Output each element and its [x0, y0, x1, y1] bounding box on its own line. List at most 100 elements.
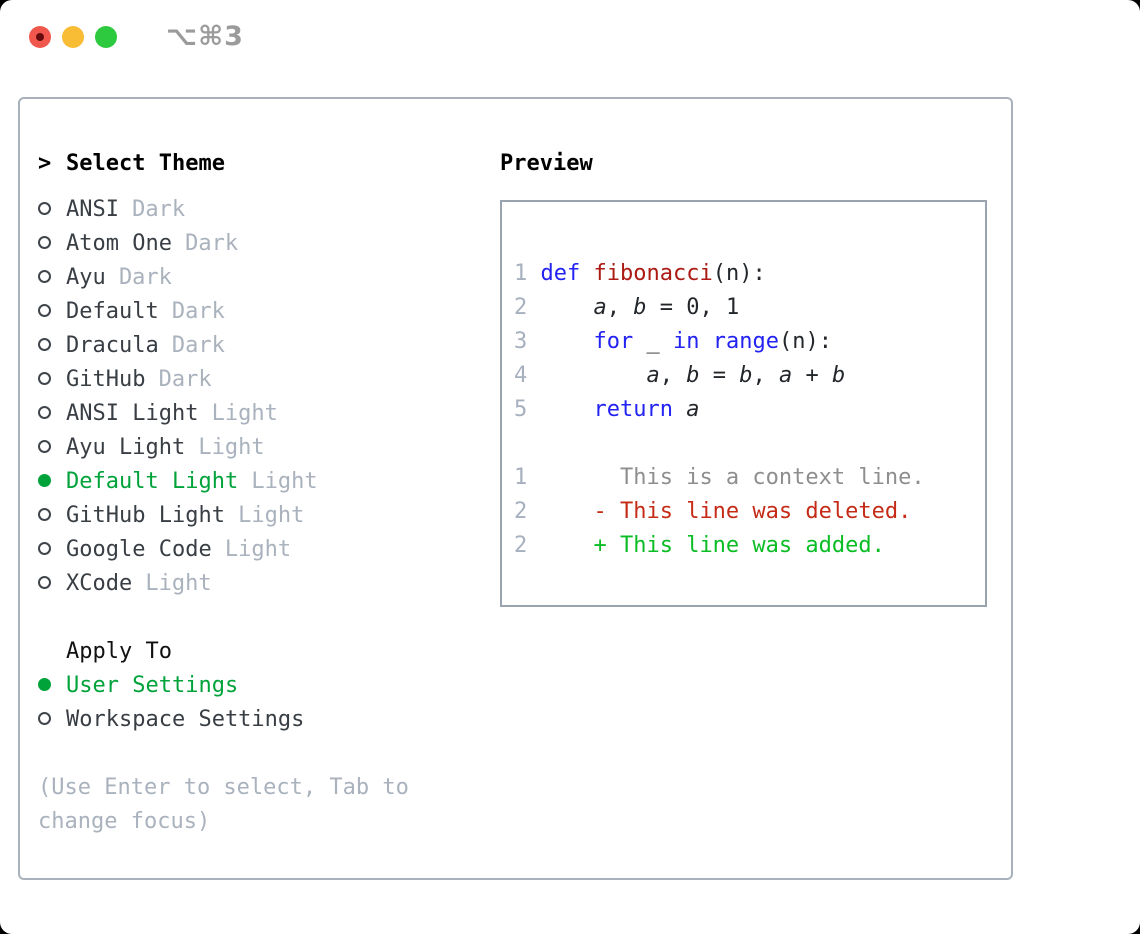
token-pl: ,	[606, 295, 634, 320]
code-line: 2 - This line was deleted.	[514, 495, 977, 529]
line-number: 1	[514, 465, 541, 490]
line-number: 2	[514, 499, 541, 524]
theme-variant: Dark	[185, 231, 239, 256]
radio-icon	[38, 567, 66, 601]
theme-name: Ayu Light	[66, 435, 186, 460]
token-add: + This line was added.	[540, 533, 885, 558]
token-pl: ,	[659, 363, 687, 388]
theme-name: Dracula	[66, 333, 159, 358]
token-pl	[541, 329, 594, 354]
code-tokens: + This line was added.	[540, 533, 885, 558]
token-pl: (n):	[712, 261, 766, 286]
line-number: 4	[514, 363, 541, 388]
theme-option[interactable]: GitHub Light Light	[38, 499, 478, 533]
theme-variant: Light	[238, 503, 305, 528]
line-number: 2	[514, 295, 541, 320]
radio-icon	[38, 533, 66, 567]
code-tokens: for _ in range(n):	[541, 329, 832, 354]
apply-to-option[interactable]: User Settings	[38, 669, 478, 703]
radio-icon	[38, 363, 66, 397]
theme-option[interactable]: Default Dark	[38, 295, 478, 329]
theme-name: ANSI	[66, 197, 119, 222]
theme-option[interactable]: Ayu Dark	[38, 261, 478, 295]
apply-to-name: Workspace Settings	[66, 707, 305, 732]
token-pl	[541, 363, 647, 388]
radio-icon	[38, 227, 66, 261]
token-pl: ,	[752, 363, 779, 388]
radio-icon	[38, 499, 66, 533]
line-number: 2	[514, 533, 541, 558]
code-line: 2 + This line was added.	[514, 529, 977, 563]
select-theme-heading: >Select Theme	[38, 147, 478, 181]
token-var: a	[646, 363, 660, 388]
token-fn: fibonacci	[593, 261, 713, 286]
theme-name: Google Code	[66, 537, 212, 562]
token-kw: return	[593, 397, 673, 422]
code-tokens: - This line was deleted.	[540, 499, 912, 524]
theme-name: Default	[66, 299, 159, 324]
theme-variant: Light	[198, 435, 265, 460]
token-pl: (n):	[778, 329, 832, 354]
theme-variant: Light	[224, 537, 292, 562]
apply-to-heading: Apply To	[38, 635, 478, 669]
zoom-button[interactable]	[95, 26, 117, 48]
minimize-button[interactable]	[62, 26, 84, 48]
radio-icon	[38, 431, 66, 465]
token-var: a	[686, 397, 700, 422]
line-number: 5	[514, 397, 541, 422]
token-del: - This line was deleted.	[540, 499, 912, 524]
apply-to-list: User Settings Workspace Settings	[38, 669, 478, 737]
code-line: 3 for _ in range(n):	[514, 325, 977, 359]
token-kw: in	[672, 329, 700, 354]
token-kw: range	[712, 329, 779, 354]
code-tokens: return a	[541, 397, 700, 422]
token-pl	[541, 295, 594, 320]
token-pl: =	[699, 363, 740, 388]
radio-icon	[38, 261, 66, 295]
keyboard-hint: (Use Enter to select, Tab to change focu…	[38, 775, 409, 834]
theme-option[interactable]: ANSI Dark	[38, 193, 478, 227]
apply-to-option[interactable]: Workspace Settings	[38, 703, 478, 737]
theme-option[interactable]: Ayu Light Light	[38, 431, 478, 465]
theme-name: XCode	[66, 571, 133, 596]
token-pl	[699, 329, 712, 354]
token-context: This is a context line.	[540, 465, 925, 490]
token-var: b	[831, 363, 846, 388]
token-pl: +	[792, 363, 832, 388]
theme-variant: Dark	[171, 299, 225, 324]
preview-heading: Preview	[500, 151, 593, 176]
token-var: b	[633, 295, 647, 320]
token-var: a	[593, 295, 607, 320]
focus-cursor-icon: >	[38, 151, 52, 176]
theme-option[interactable]: Google Code Light	[38, 533, 478, 567]
token-kw: def	[540, 261, 581, 286]
spacer	[38, 601, 478, 635]
code-line: 1 def fibonacci(n):	[514, 257, 977, 291]
radio-icon	[38, 295, 66, 329]
token-pl: _	[633, 329, 673, 354]
theme-variant: Dark	[118, 265, 172, 290]
code-line: 1 This is a context line.	[514, 461, 977, 495]
theme-variant: Dark	[132, 197, 186, 222]
radio-icon	[38, 329, 66, 363]
code-line: 4 a, b = b, a + b	[514, 359, 977, 393]
radio-icon	[38, 397, 66, 431]
theme-variant: Dark	[171, 333, 225, 358]
close-button[interactable]	[29, 26, 51, 48]
token-pl	[580, 261, 593, 286]
theme-name: Ayu	[66, 265, 106, 290]
apply-to-heading-label: Apply To	[66, 639, 172, 664]
code-tokens: a, b = 0, 1	[541, 295, 739, 320]
theme-name: GitHub Light	[66, 503, 225, 528]
theme-option[interactable]: Dracula Dark	[38, 329, 478, 363]
token-var: a	[778, 363, 793, 388]
code-tokens: a, b = b, a + b	[541, 363, 846, 388]
